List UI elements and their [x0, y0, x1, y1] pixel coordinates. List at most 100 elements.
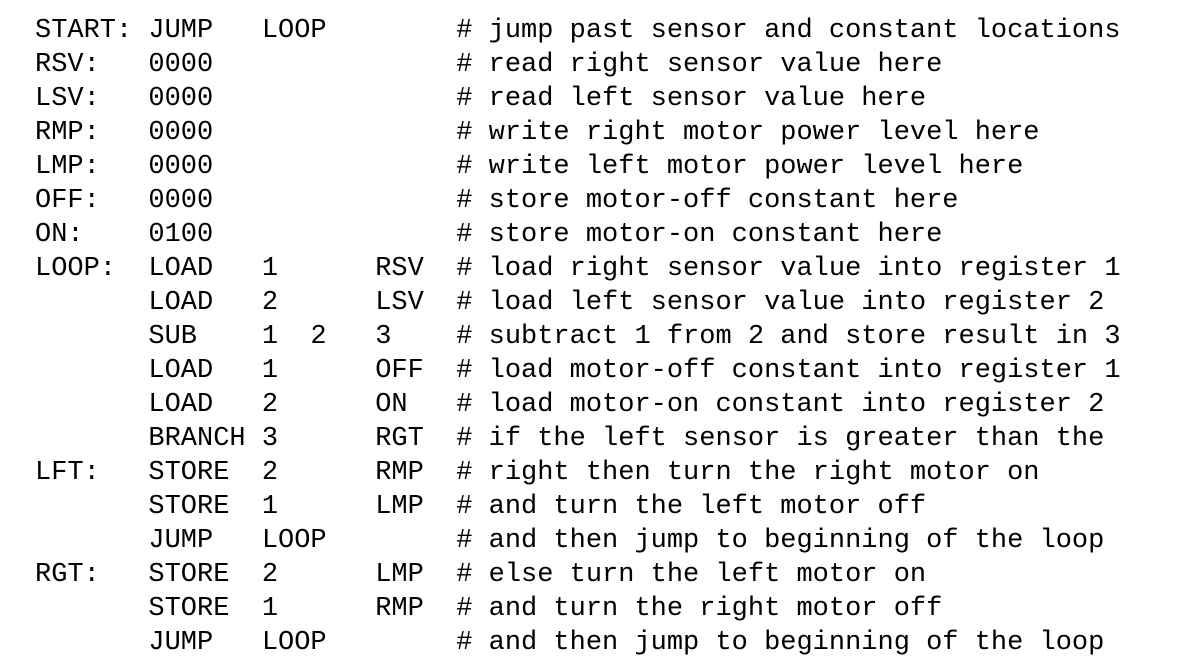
- code-opcode: STORE: [148, 492, 230, 522]
- code-operands: LOOP: [261, 16, 327, 46]
- code-label: [35, 490, 148, 524]
- code-opcode: STORE: [148, 458, 230, 488]
- code-comment: # jump past sensor and constant location…: [456, 16, 1121, 46]
- code-opcode: JUMP: [148, 628, 214, 658]
- code-address: [375, 14, 456, 48]
- code-address: RSV: [375, 254, 424, 284]
- code-operands: [262, 116, 375, 150]
- code-operands: 2: [261, 288, 279, 318]
- code-operands: 1: [261, 492, 279, 522]
- code-operands: 2: [261, 390, 279, 420]
- code-label: [35, 524, 148, 558]
- code-line: SUB 1 2 3 # subtract 1 from 2 and store …: [35, 320, 1121, 354]
- code-comment: # load motor-off constant into register …: [456, 356, 1121, 386]
- code-comment: # subtract 1 from 2 and store result in …: [456, 322, 1121, 352]
- code-line: JUMP LOOP # and then jump to beginning o…: [35, 626, 1121, 660]
- assembly-code-listing: START: JUMP LOOP # jump past sensor and …: [35, 14, 1121, 660]
- code-opcode: SUB: [148, 322, 198, 352]
- code-address: ON: [375, 390, 408, 420]
- code-label: RMP:: [35, 118, 100, 148]
- code-line: START: JUMP LOOP # jump past sensor and …: [35, 14, 1121, 48]
- code-line: LOAD 2 ON # load motor-on constant into …: [35, 388, 1121, 422]
- code-line: LSV: 0000 # read left sensor value here: [35, 82, 1121, 116]
- code-opcode: 0000: [148, 50, 214, 80]
- code-opcode: 0000: [148, 186, 214, 216]
- code-label: LOOP:: [35, 254, 117, 284]
- code-opcode: 0000: [148, 152, 214, 182]
- code-label: RGT:: [35, 560, 100, 590]
- code-operands: 1: [261, 594, 279, 624]
- code-comment: # and then jump to beginning of the loop: [456, 628, 1105, 658]
- code-operands: LOOP: [261, 628, 327, 658]
- code-address: 3: [375, 322, 392, 352]
- code-line: RMP: 0000 # write right motor power leve…: [35, 116, 1121, 150]
- code-comment: # write left motor power level here: [456, 152, 1024, 182]
- code-opcode: JUMP: [148, 16, 214, 46]
- code-comment: # load right sensor value into register …: [456, 254, 1121, 284]
- code-opcode: LOAD: [148, 356, 214, 386]
- code-label: [35, 286, 148, 320]
- code-line: OFF: 0000 # store motor-off constant her…: [35, 184, 1121, 218]
- code-opcode: STORE: [148, 560, 230, 590]
- code-operands: 1: [261, 356, 279, 386]
- code-address: LMP: [375, 560, 424, 590]
- code-address: [375, 626, 456, 660]
- code-operands: [262, 184, 375, 218]
- code-operands: 2: [261, 560, 279, 590]
- code-address: [375, 48, 456, 82]
- code-comment: # store motor-off constant here: [456, 186, 959, 216]
- code-comment: # and turn the right motor off: [456, 594, 943, 624]
- code-operands: [262, 48, 375, 82]
- code-operands: [262, 150, 375, 184]
- code-line: LOOP: LOAD 1 RSV # load right sensor val…: [35, 252, 1121, 286]
- code-opcode: 0000: [148, 84, 214, 114]
- code-comment: # load motor-on constant into register 2: [456, 390, 1105, 420]
- code-operands: 1: [261, 254, 279, 284]
- code-line: STORE 1 LMP # and turn the left motor of…: [35, 490, 1121, 524]
- code-opcode: LOAD: [148, 254, 214, 284]
- code-label: RSV:: [35, 50, 100, 80]
- code-comment: # if the left sensor is greater than the: [456, 424, 1105, 454]
- code-line: RSV: 0000 # read right sensor value here: [35, 48, 1121, 82]
- code-line: JUMP LOOP # and then jump to beginning o…: [35, 524, 1121, 558]
- code-address: [375, 150, 456, 184]
- code-address: [375, 184, 456, 218]
- code-comment: # and turn the left motor off: [456, 492, 927, 522]
- code-operands: [262, 218, 375, 252]
- code-comment: # right then turn the right motor on: [456, 458, 1040, 488]
- code-line: RGT: STORE 2 LMP # else turn the left mo…: [35, 558, 1121, 592]
- code-address: [375, 218, 456, 252]
- code-address: RMP: [375, 458, 424, 488]
- code-line: LMP: 0000 # write left motor power level…: [35, 150, 1121, 184]
- code-label: ON:: [35, 220, 84, 250]
- code-comment: # read right sensor value here: [456, 50, 943, 80]
- code-label: [35, 592, 148, 626]
- code-line: LOAD 1 OFF # load motor-off constant int…: [35, 354, 1121, 388]
- code-label: [35, 626, 148, 660]
- code-address: OFF: [375, 356, 424, 386]
- code-address: LMP: [375, 492, 424, 522]
- code-label: OFF:: [35, 186, 100, 216]
- code-comment: # and then jump to beginning of the loop: [456, 526, 1105, 556]
- code-label: LSV:: [35, 84, 100, 114]
- code-comment: # read left sensor value here: [456, 84, 927, 114]
- code-address: RMP: [375, 594, 424, 624]
- code-operands: [262, 82, 375, 116]
- code-comment: # else turn the left motor on: [456, 560, 927, 590]
- code-address: [375, 524, 456, 558]
- code-opcode: LOAD: [148, 390, 214, 420]
- code-label: [35, 354, 148, 388]
- code-operands: LOOP: [261, 526, 327, 556]
- code-comment: # load left sensor value into register 2: [456, 288, 1105, 318]
- code-operands: 1 2: [261, 322, 327, 352]
- code-line: STORE 1 RMP # and turn the right motor o…: [35, 592, 1121, 626]
- code-address: [375, 82, 456, 116]
- code-label: [35, 422, 148, 456]
- code-address: RGT: [375, 424, 424, 454]
- code-line: BRANCH 3 RGT # if the left sensor is gre…: [35, 422, 1121, 456]
- code-line: LOAD 2 LSV # load left sensor value into…: [35, 286, 1121, 320]
- code-address: [375, 116, 456, 150]
- code-comment: # store motor-on constant here: [456, 220, 943, 250]
- code-opcode: 0000: [148, 118, 214, 148]
- code-label: [35, 320, 148, 354]
